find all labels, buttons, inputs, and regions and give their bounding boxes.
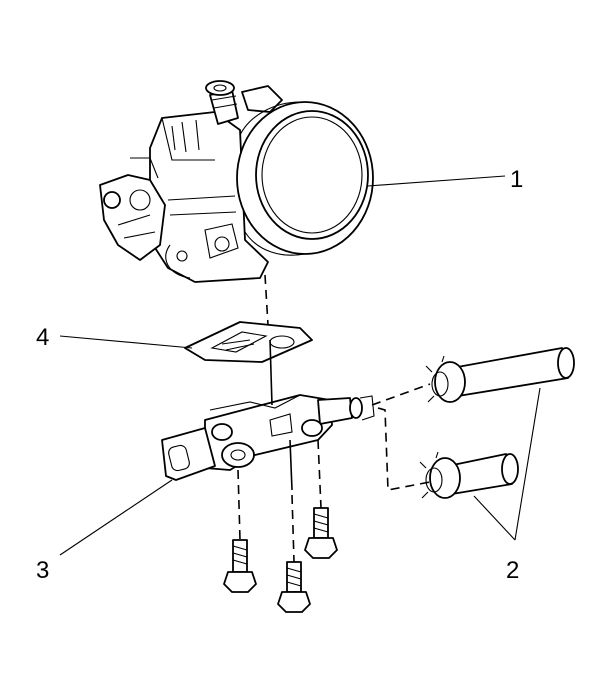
upper-hose xyxy=(425,347,575,403)
lower-hose xyxy=(419,451,519,499)
callout-3: 3 xyxy=(36,557,49,584)
callout-4: 4 xyxy=(36,324,49,351)
mounting-screw xyxy=(223,539,257,593)
sensor-housing xyxy=(161,394,375,481)
mounting-screw xyxy=(304,507,338,559)
mounting-screw xyxy=(277,561,311,613)
throttle-body xyxy=(99,80,374,283)
callout-2: 2 xyxy=(506,557,519,584)
gasket xyxy=(184,321,313,363)
callout-1: 1 xyxy=(510,166,523,193)
